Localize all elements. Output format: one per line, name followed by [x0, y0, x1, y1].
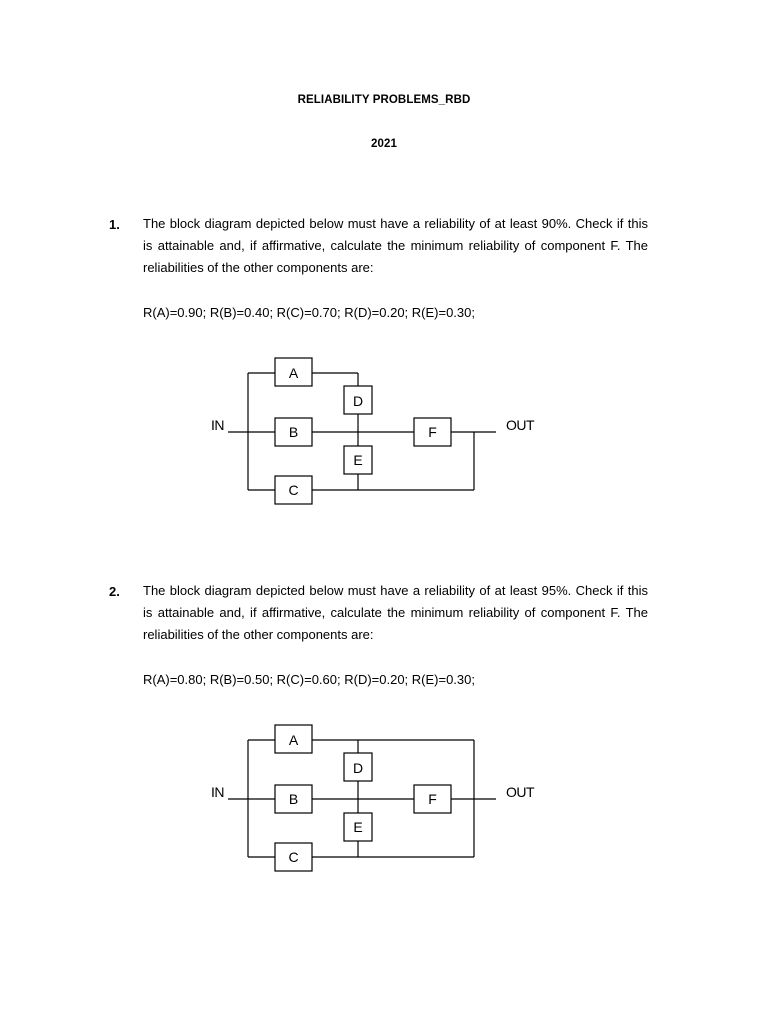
problem-2-text: The block diagram depicted below must ha…	[143, 583, 648, 642]
block-a-label: A	[289, 365, 299, 381]
problem-2-block-diagram: A B C D E F IN OUT	[0, 717, 768, 887]
problem-2-reliabilities: R(A)=0.80; R(B)=0.50; R(C)=0.60; R(D)=0.…	[143, 672, 475, 687]
block-c-label: C	[288, 482, 298, 498]
block-d	[343, 752, 373, 782]
block-c-label: C	[288, 849, 298, 865]
problem-1-reliabilities: R(A)=0.90; R(B)=0.40; R(C)=0.70; R(D)=0.…	[143, 305, 475, 320]
document-year: 2021	[371, 138, 397, 150]
output-label: OUT	[506, 784, 535, 800]
problem-1-block-diagram: A B C D E F IN OUT	[0, 350, 768, 520]
block-e-label: E	[353, 452, 362, 468]
block-f-label: F	[428, 791, 437, 807]
block-b-label: B	[289, 424, 298, 440]
block-d	[343, 385, 373, 415]
block-c	[274, 475, 313, 505]
problem-1-text: The block diagram depicted below must ha…	[143, 216, 648, 275]
problem-2-number: 2.	[109, 584, 120, 599]
block-b-label: B	[289, 791, 298, 807]
input-label: IN	[211, 784, 224, 800]
block-b	[274, 417, 313, 447]
block-d-label: D	[353, 760, 363, 776]
block-d-label: D	[353, 393, 363, 409]
block-e-label: E	[353, 819, 362, 835]
block-f	[413, 417, 452, 447]
block-f-label: F	[428, 424, 437, 440]
block-a	[274, 724, 313, 754]
block-a	[274, 357, 313, 387]
block-f	[413, 784, 452, 814]
input-label: IN	[211, 417, 224, 433]
problem-1-number: 1.	[109, 217, 120, 232]
output-label: OUT	[506, 417, 535, 433]
block-a-label: A	[289, 732, 299, 748]
block-e	[343, 812, 373, 842]
block-e	[343, 445, 373, 475]
block-b	[274, 784, 313, 814]
document-title: RELIABILITY PROBLEMS_RBD	[297, 94, 471, 106]
block-c	[274, 842, 313, 872]
